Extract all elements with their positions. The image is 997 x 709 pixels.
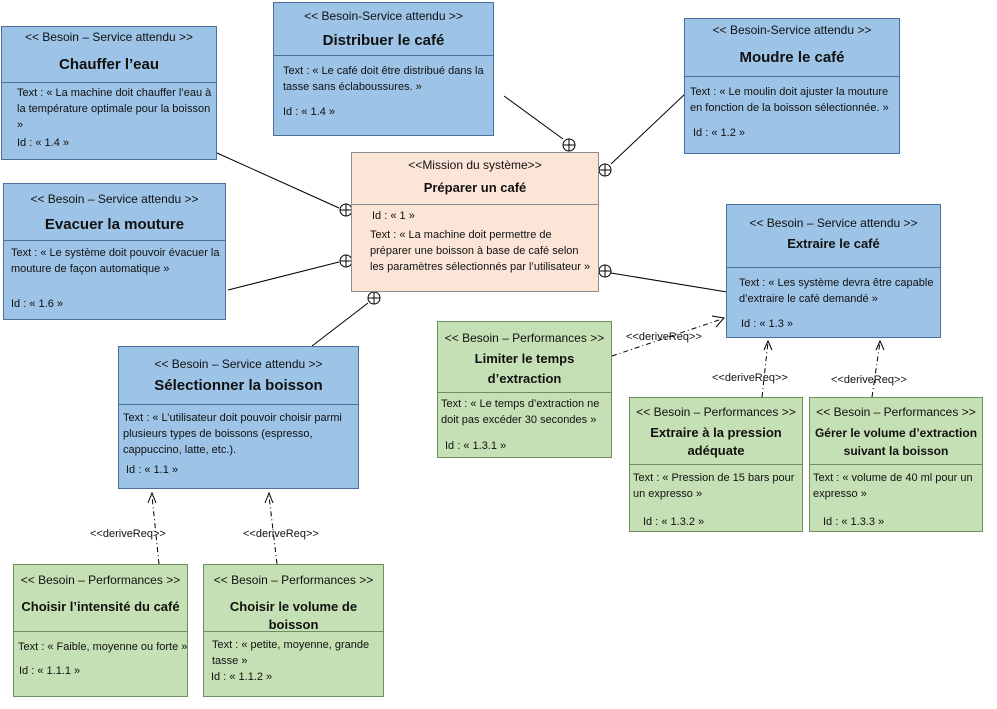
derive-label-volume-boisson: <<deriveReq>>	[243, 528, 319, 540]
divider	[2, 82, 216, 83]
requirement-text: Text : « Le moulin doit ajuster la moutu…	[690, 86, 889, 114]
requirement-id: Id : « 1 »	[372, 210, 415, 222]
divider	[438, 392, 611, 393]
requirement-id: Id : « 1.3.3 »	[823, 516, 885, 528]
divider	[119, 404, 358, 405]
requirement-id: Id : « 1.3.1 »	[445, 440, 507, 452]
stereotype: << Besoin-Service attendu >>	[712, 23, 872, 37]
requirement-pression-adequate[interactable]: << Besoin – Performances >> Extraire à l…	[629, 397, 803, 532]
requirement-intensite-cafe[interactable]: << Besoin – Performances >> Choisir l’in…	[13, 564, 188, 697]
stereotype: << Besoin – Performances >>	[213, 573, 374, 587]
derive-label-intensite: <<deriveReq>>	[90, 528, 166, 540]
requirement-title: Extraire le café	[787, 236, 880, 251]
requirement-distribuer-cafe[interactable]: << Besoin-Service attendu >> Distribuer …	[273, 2, 494, 136]
requirement-id: Id : « 1.1.2 »	[211, 671, 273, 683]
stereotype: << Besoin-Service attendu >>	[304, 9, 463, 23]
stereotype: << Besoin – Performances >>	[816, 405, 976, 419]
requirement-id: Id : « 1.3.2 »	[643, 516, 705, 528]
requirement-id: Id : « 1.1 »	[126, 464, 178, 476]
divider	[274, 55, 493, 56]
requirement-id: Id : « 1.3 »	[741, 318, 793, 330]
requirement-volume-extraction[interactable]: << Besoin – Performances >> Gérer le vol…	[809, 397, 983, 532]
divider	[204, 631, 383, 632]
stereotype: << Besoin – Performances >>	[444, 331, 605, 345]
requirement-volume-boisson[interactable]: << Besoin – Performances >> Choisir le v…	[203, 564, 384, 697]
divider	[4, 240, 225, 241]
requirement-text: Text : « La machine doit permettre de pr…	[370, 229, 591, 273]
derive-label-limiter: <<deriveReq>>	[626, 331, 702, 343]
derive-label-pression: <<deriveReq>>	[712, 372, 788, 384]
requirement-text: Text : « volume de 40 ml pour un express…	[813, 472, 973, 500]
requirement-id: Id : « 1.4 »	[283, 106, 335, 118]
stereotype: << Besoin – Performances >>	[20, 573, 181, 587]
mission-preparer-cafe[interactable]: <<Mission du système>> Préparer un café …	[351, 152, 599, 292]
requirement-title: Evacuer la mouture	[44, 216, 185, 233]
requirement-text: Text : « Le temps d’extraction ne doit p…	[441, 398, 600, 426]
requirement-title: Gérer le volume d’extraction suivant la …	[814, 426, 978, 458]
requirement-moudre-cafe[interactable]: << Besoin-Service attendu >> Moudre le c…	[684, 18, 900, 154]
divider	[630, 464, 802, 465]
requirement-title: Chauffer l’eau	[58, 56, 160, 73]
stereotype: << Besoin – Service attendu >>	[749, 216, 918, 230]
requirement-chauffer-eau[interactable]: << Besoin – Service attendu >> Chauffer …	[1, 26, 217, 160]
requirement-text: Text : « Les système devra être capable …	[739, 277, 934, 305]
requirement-title: Choisir le volume de boisson	[229, 599, 358, 632]
divider	[14, 631, 187, 632]
requirement-title: Extraire à la pression adéquate	[650, 425, 782, 458]
requirement-id: Id : « 1.6 »	[11, 298, 63, 310]
requirement-extraire-cafe[interactable]: << Besoin – Service attendu >> Extraire …	[726, 204, 941, 338]
requirement-text: Text : « Faible, moyenne ou forte »	[18, 641, 188, 653]
derive-label-volume-extraction: <<deriveReq>>	[831, 374, 907, 386]
stereotype: <<Mission du système>>	[408, 158, 542, 172]
requirement-text: Text : « L’utilisateur doit pouvoir choi…	[123, 412, 342, 456]
requirement-title: Sélectionner la boisson	[154, 377, 323, 394]
requirement-title: Préparer un café	[423, 180, 527, 195]
requirement-title: Distribuer le café	[322, 32, 445, 49]
requirement-id: Id : « 1.4 »	[17, 137, 69, 149]
requirement-title: Limiter le temps d’extraction	[474, 351, 575, 386]
requirement-text: Text : « Le système doit pouvoir évacuer…	[11, 247, 220, 275]
stereotype: << Besoin – Service attendu >>	[24, 30, 194, 44]
requirement-title: Moudre le café	[739, 49, 845, 66]
requirement-evacuer-mouture[interactable]: << Besoin – Service attendu >> Evacuer l…	[3, 183, 226, 320]
divider	[810, 464, 982, 465]
requirement-text: Text : « La machine doit chauffer l’eau …	[17, 87, 212, 131]
divider	[685, 76, 899, 77]
divider	[352, 204, 598, 205]
requirement-selectionner-boisson[interactable]: << Besoin – Service attendu >> Sélection…	[118, 346, 359, 489]
requirement-title: Choisir l’intensité du café	[21, 599, 180, 614]
requirement-limiter-temps[interactable]: << Besoin – Performances >> Limiter le t…	[437, 321, 612, 458]
requirement-text: Text : « Pression de 15 bars pour un exp…	[633, 472, 795, 500]
divider	[727, 267, 940, 268]
requirement-text: Text : « petite, moyenne, grande tasse »	[212, 639, 370, 667]
requirement-text: Text : « Le café doit être distribué dan…	[283, 65, 484, 93]
stereotype: << Besoin – Service attendu >>	[30, 192, 199, 206]
requirement-id: Id : « 1.2 »	[693, 127, 745, 139]
requirement-id: Id : « 1.1.1 »	[19, 665, 81, 677]
stereotype: << Besoin – Service attendu >>	[154, 357, 323, 371]
stereotype: << Besoin – Performances >>	[636, 405, 796, 419]
